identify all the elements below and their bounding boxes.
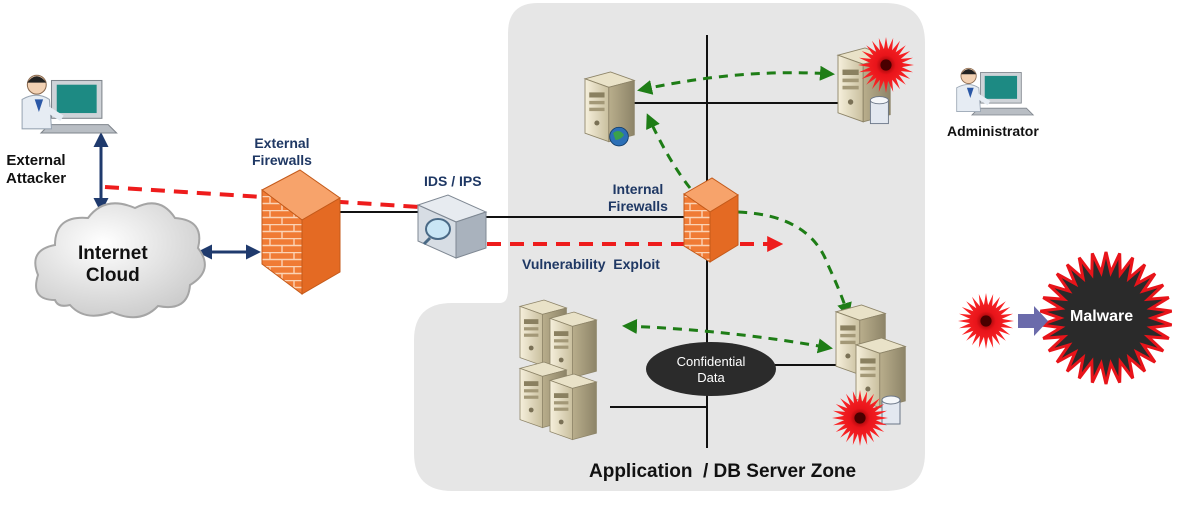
internet-cloud-label: Internet Cloud [78,243,148,286]
ids-ips-label: IDS / IPS [424,173,482,189]
ids-sensor-icon [416,194,488,259]
navy-links [93,132,261,260]
cloud-icon [34,202,206,319]
malware-legend-small-icon [958,293,1014,349]
malware-legend-label: Malware [1070,308,1134,325]
administrator-icon [957,68,1033,115]
administrator-label: Administrator [947,123,1039,139]
malware-infection-bottom-icon [832,390,888,446]
legend-arrow-icon [1018,306,1048,336]
malware-infection-top-icon [858,37,914,93]
attack-path [104,185,784,252]
zone-title: Application / DB Server Zone [589,461,857,482]
app-server-cluster-icon [519,299,597,441]
confidential-data-label: Confidential Data [676,354,746,385]
internal-firewall-icon [683,177,739,263]
external-firewalls-label: External Firewalls [252,135,312,168]
lateral-movement-arrows [622,65,852,354]
internal-firewalls-label: Internal Firewalls [608,181,668,214]
malware-legend-large-icon [1039,251,1173,385]
external-attacker-label: External Attacker [6,152,67,187]
confidential-data-badge [646,342,776,396]
external-firewall-icon [261,169,341,295]
external-attacker-icon [22,75,117,133]
db-server-top-icon [837,47,891,125]
vulnerability-exploit-label: Vulnerability Exploit [522,256,660,272]
web-server-icon [584,71,635,147]
